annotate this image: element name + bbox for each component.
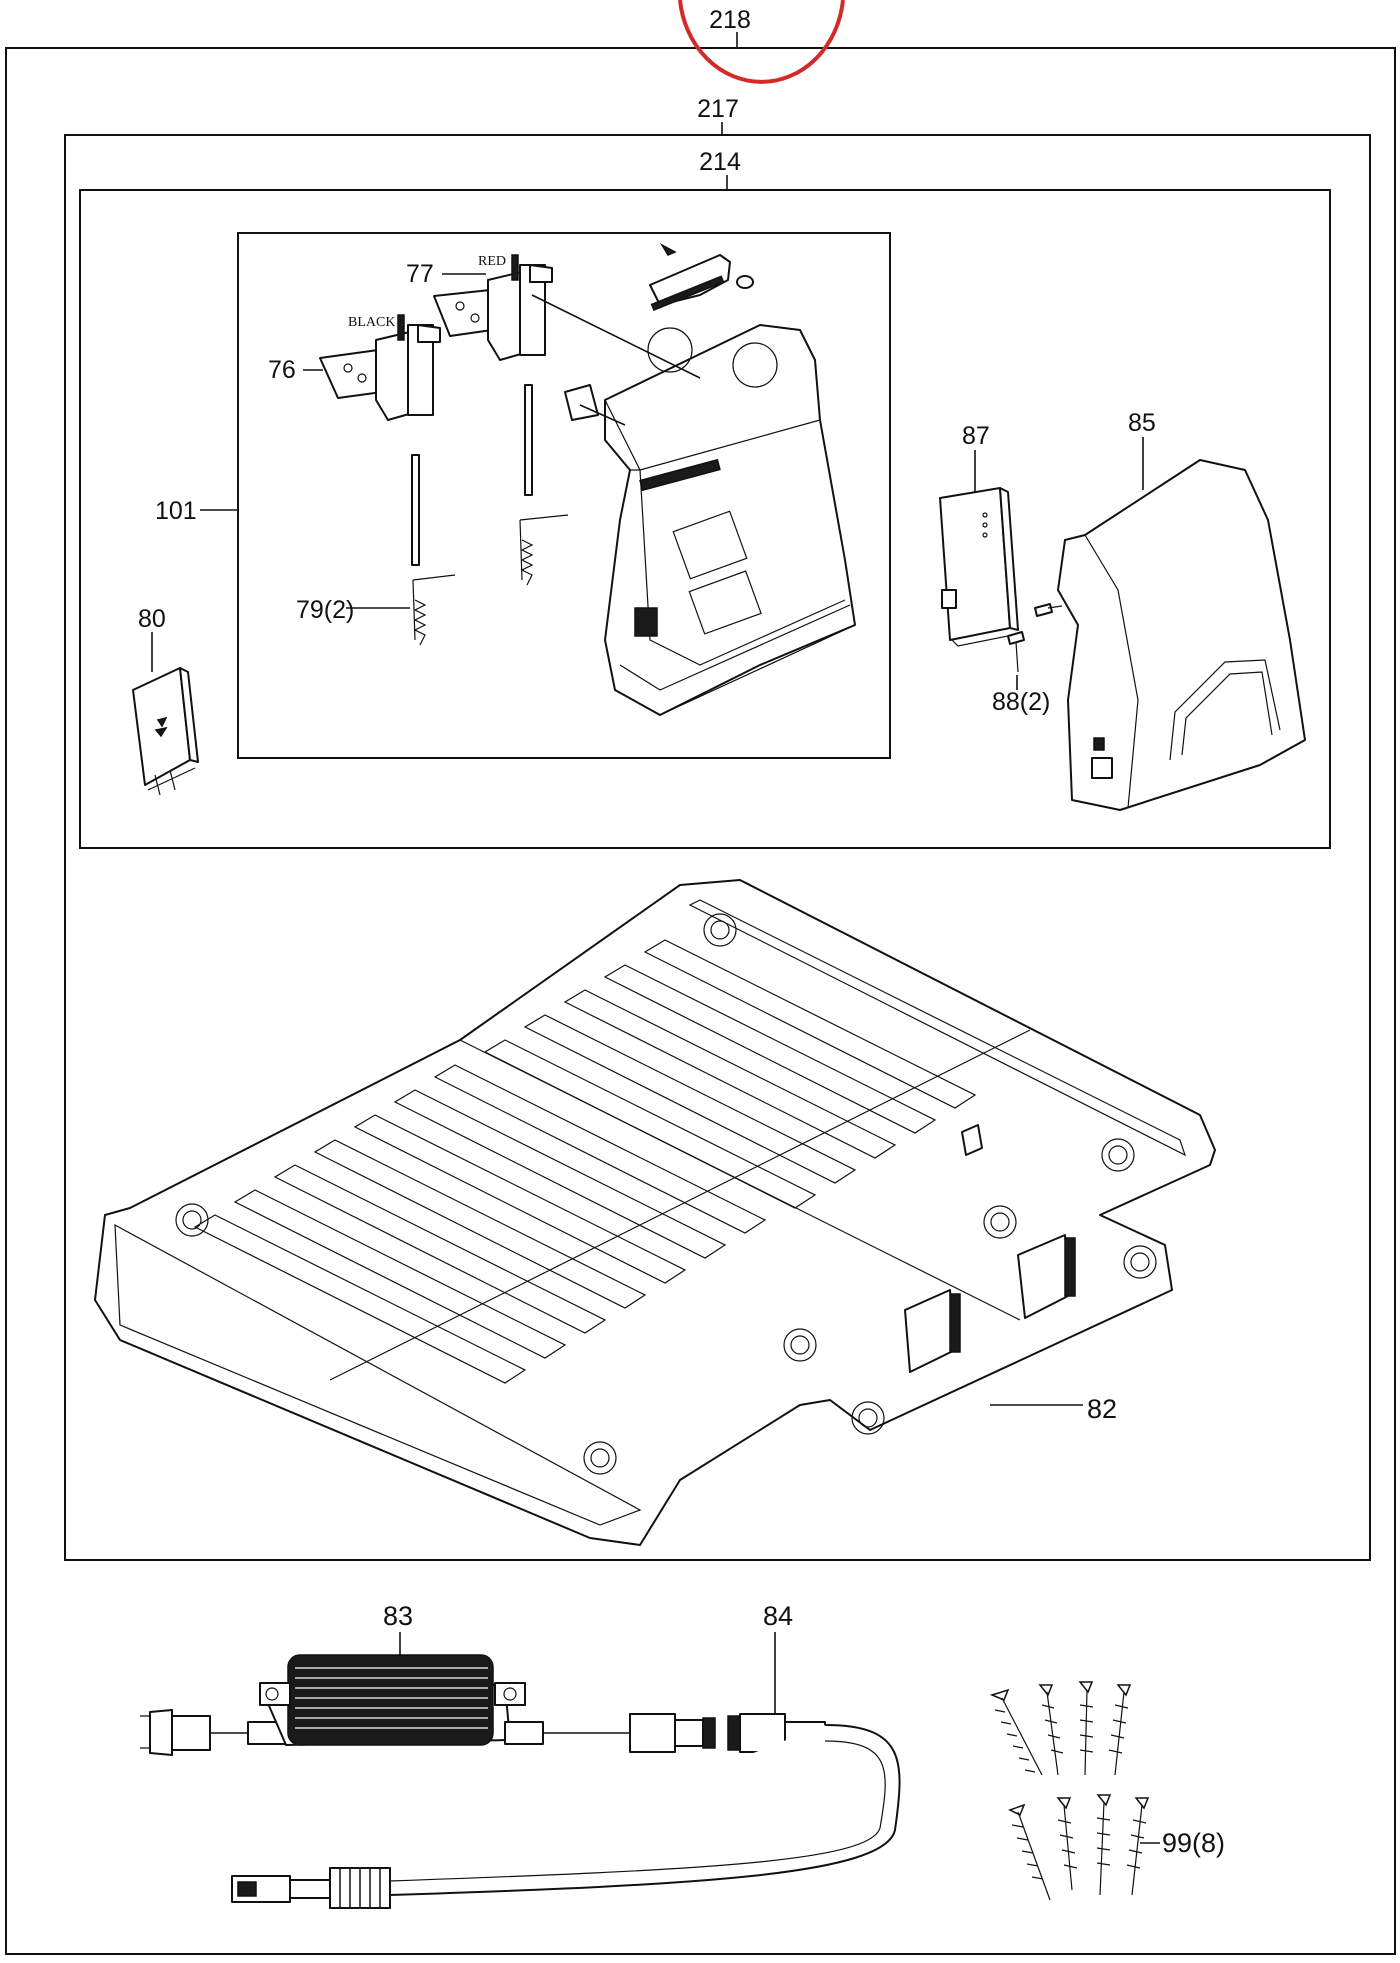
label-99: 99(8)	[1162, 1828, 1225, 1858]
assembly-217-frame	[64, 134, 1371, 1561]
wire-tag-black: BLACK	[348, 315, 395, 330]
label-214: 214	[699, 148, 741, 176]
wire-tag-red: RED	[478, 254, 506, 269]
label-79: 79(2)	[296, 596, 354, 624]
part-87-circuit-board	[939, 487, 1019, 647]
label-101: 101	[155, 497, 197, 525]
label-82: 82	[1087, 1394, 1117, 1424]
label-217: 217	[697, 95, 739, 123]
part-88-screws	[1007, 603, 1063, 673]
part-77-contact-red	[433, 254, 553, 361]
rod-right	[524, 384, 533, 496]
part-82-base-plate	[94, 879, 1216, 1546]
assembly-101-frame	[237, 232, 891, 759]
part-79-springs	[412, 514, 569, 646]
part-84-extension-cable	[231, 1713, 901, 1909]
label-88: 88(2)	[992, 688, 1050, 716]
assembly-218-frame	[5, 47, 1396, 1955]
highlight-circle	[678, 0, 845, 84]
label-80: 80	[138, 605, 166, 633]
station-label-card	[564, 384, 599, 421]
station-clip	[649, 243, 754, 311]
part-76-contact-black	[319, 314, 441, 421]
label-77: 77	[406, 260, 434, 288]
label-85: 85	[1128, 409, 1156, 437]
label-87: 87	[962, 422, 990, 450]
part-80-cover-plate	[132, 667, 199, 796]
label-84: 84	[763, 1601, 793, 1631]
part-101-station-body	[604, 324, 856, 716]
base-plate-slots	[193, 939, 977, 1384]
assembly-214-frame	[79, 189, 1331, 849]
part-85-top-cover	[1057, 459, 1306, 811]
label-83: 83	[383, 1601, 413, 1631]
rod-left	[411, 454, 420, 566]
label-76: 76	[268, 356, 296, 384]
part-83-power-adapter	[140, 1654, 716, 1756]
label-218: 218	[709, 6, 751, 34]
part-99-ground-pegs	[989, 1681, 1150, 1901]
